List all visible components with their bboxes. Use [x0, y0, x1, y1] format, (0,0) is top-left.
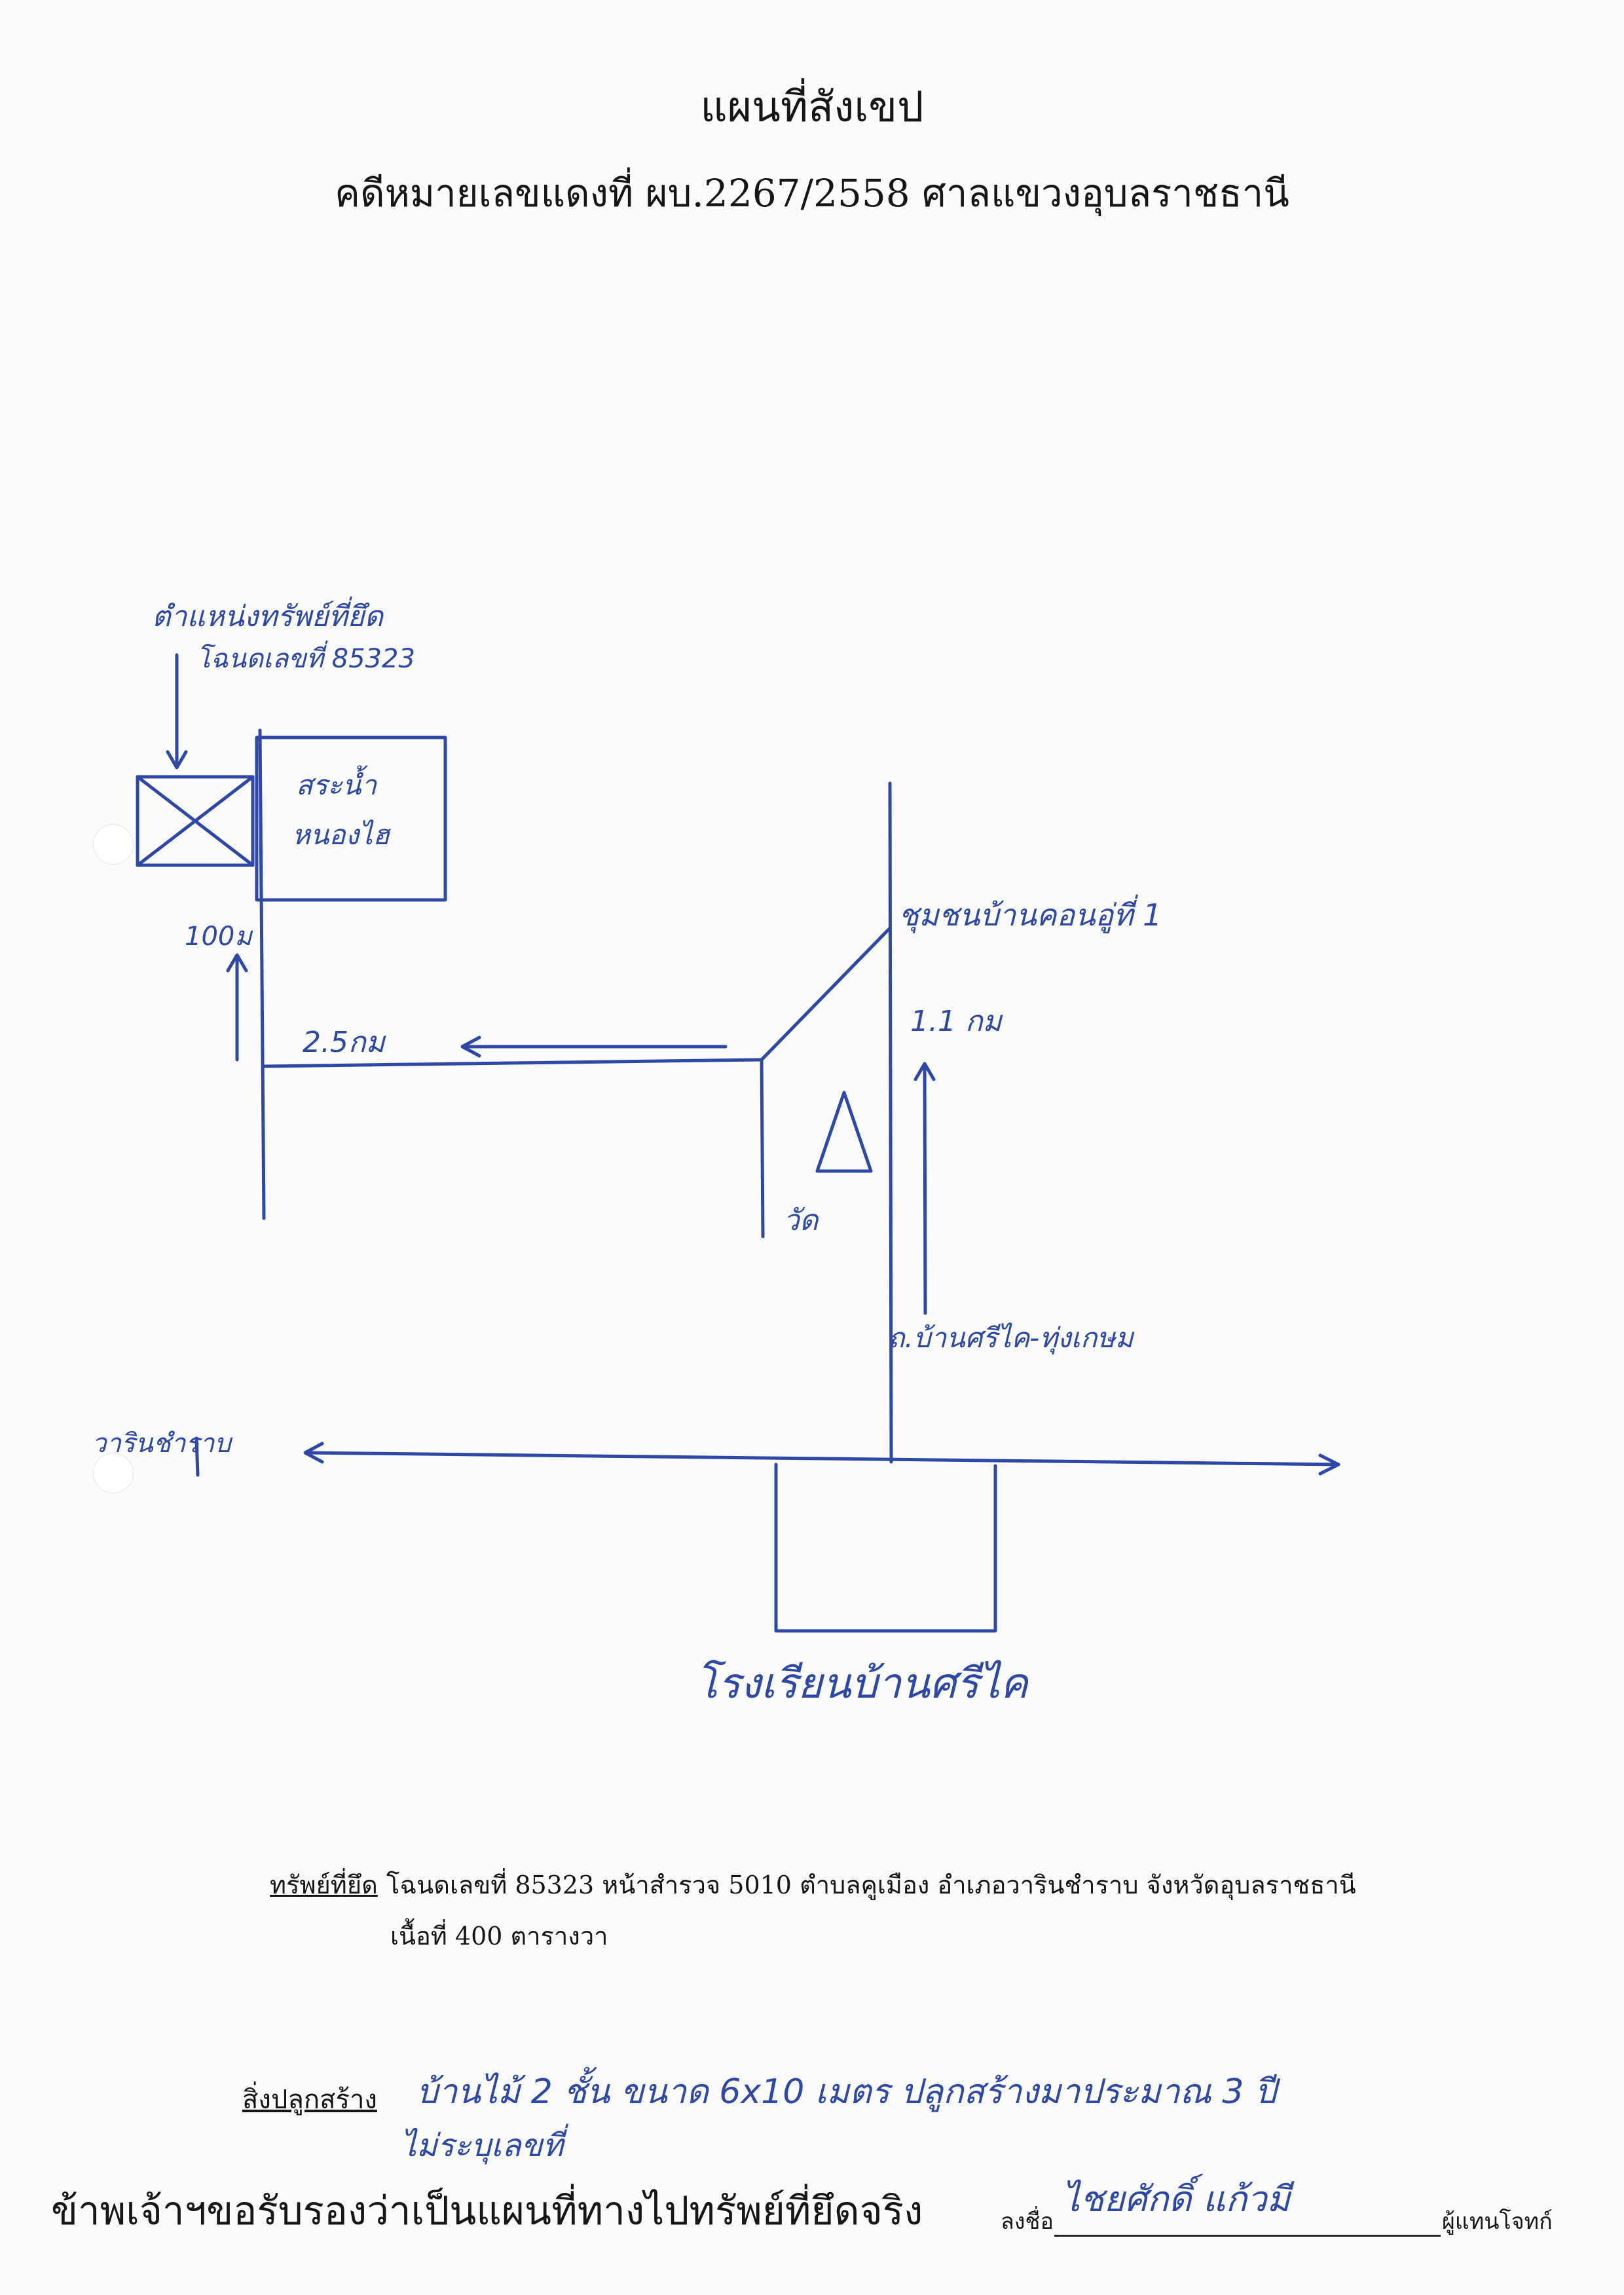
road-name-label: ถ.บ้านศรีไค-ทุ่งเกษม — [888, 1322, 1134, 1354]
seized-pointer-arrowhead — [166, 750, 188, 770]
west-direction-label: วารินชำราบ — [92, 1428, 231, 1459]
signature-line — [1054, 2235, 1441, 2237]
temple-label: วัด — [783, 1204, 819, 1237]
property-detail: โฉนดเลขที่ 85323 หน้าสำรวจ 5010 ตำบลคูเม… — [386, 1871, 1356, 1899]
highway-road — [304, 1451, 1339, 1466]
buildings-value-line2: ไม่ระบุเลขที่ — [401, 2127, 564, 2164]
left-road — [258, 728, 266, 1220]
pond-box — [255, 736, 447, 902]
punch-hole-bottom — [93, 1453, 134, 1493]
dist-100m-label: 100ม — [185, 922, 252, 952]
case-number-subtitle: คดีหมายเลขแดงที่ ผบ.2267/2558 ศาลแขวงอุบ… — [335, 171, 1289, 215]
main-road — [888, 781, 893, 1464]
buildings-value-line1: บ้านไม้ 2 ชั้น ขนาด 6x10 เมตร ปลูกสร้างม… — [416, 2072, 1276, 2112]
connector-road — [262, 1058, 764, 1068]
buildings-label: สิ่งปลูกสร้าง — [242, 2085, 377, 2115]
property-label: ทรัพย์ที่ยึด — [270, 1871, 378, 1899]
temple-symbol — [815, 1091, 873, 1173]
handwritten-signature: ไชยศักดิ์ แก้วมี — [1062, 2178, 1291, 2220]
dist-2_5km-label: 2.5กม — [303, 1026, 385, 1059]
school-box — [774, 1463, 997, 1633]
dist-1_1km-label: 1.1 กม — [910, 1005, 1002, 1038]
signer-role: ผู้แทนโจทก์ — [1442, 2209, 1553, 2235]
school-label: โรงเรียนบ้านศรีไค — [695, 1660, 1028, 1708]
punch-hole-top — [93, 824, 134, 865]
sign-label: ลงชื่อ — [1001, 2209, 1054, 2235]
seized-deed-label: โฉนดเลขที่ 85323 — [196, 644, 415, 674]
seized-property-marker — [136, 775, 255, 867]
certification-statement: ข้าพเจ้าฯขอรับรองว่าเป็นแผนที่ทางไปทรัพย… — [51, 2188, 923, 2234]
community-label: ชุมชนบ้านคอนอู่ที่ 1 — [898, 897, 1162, 933]
document-title: แผนที่สังเขป — [700, 83, 924, 132]
pond-label-line1: สระน้ำ — [296, 769, 377, 801]
property-area: เนื้อที่ 400 ตารางวา — [390, 1922, 608, 1950]
pond-label-line2: หนองไฮ — [292, 819, 390, 851]
seized-location-label: ตำแหน่งทรัพย์ที่ยึด — [152, 600, 383, 633]
